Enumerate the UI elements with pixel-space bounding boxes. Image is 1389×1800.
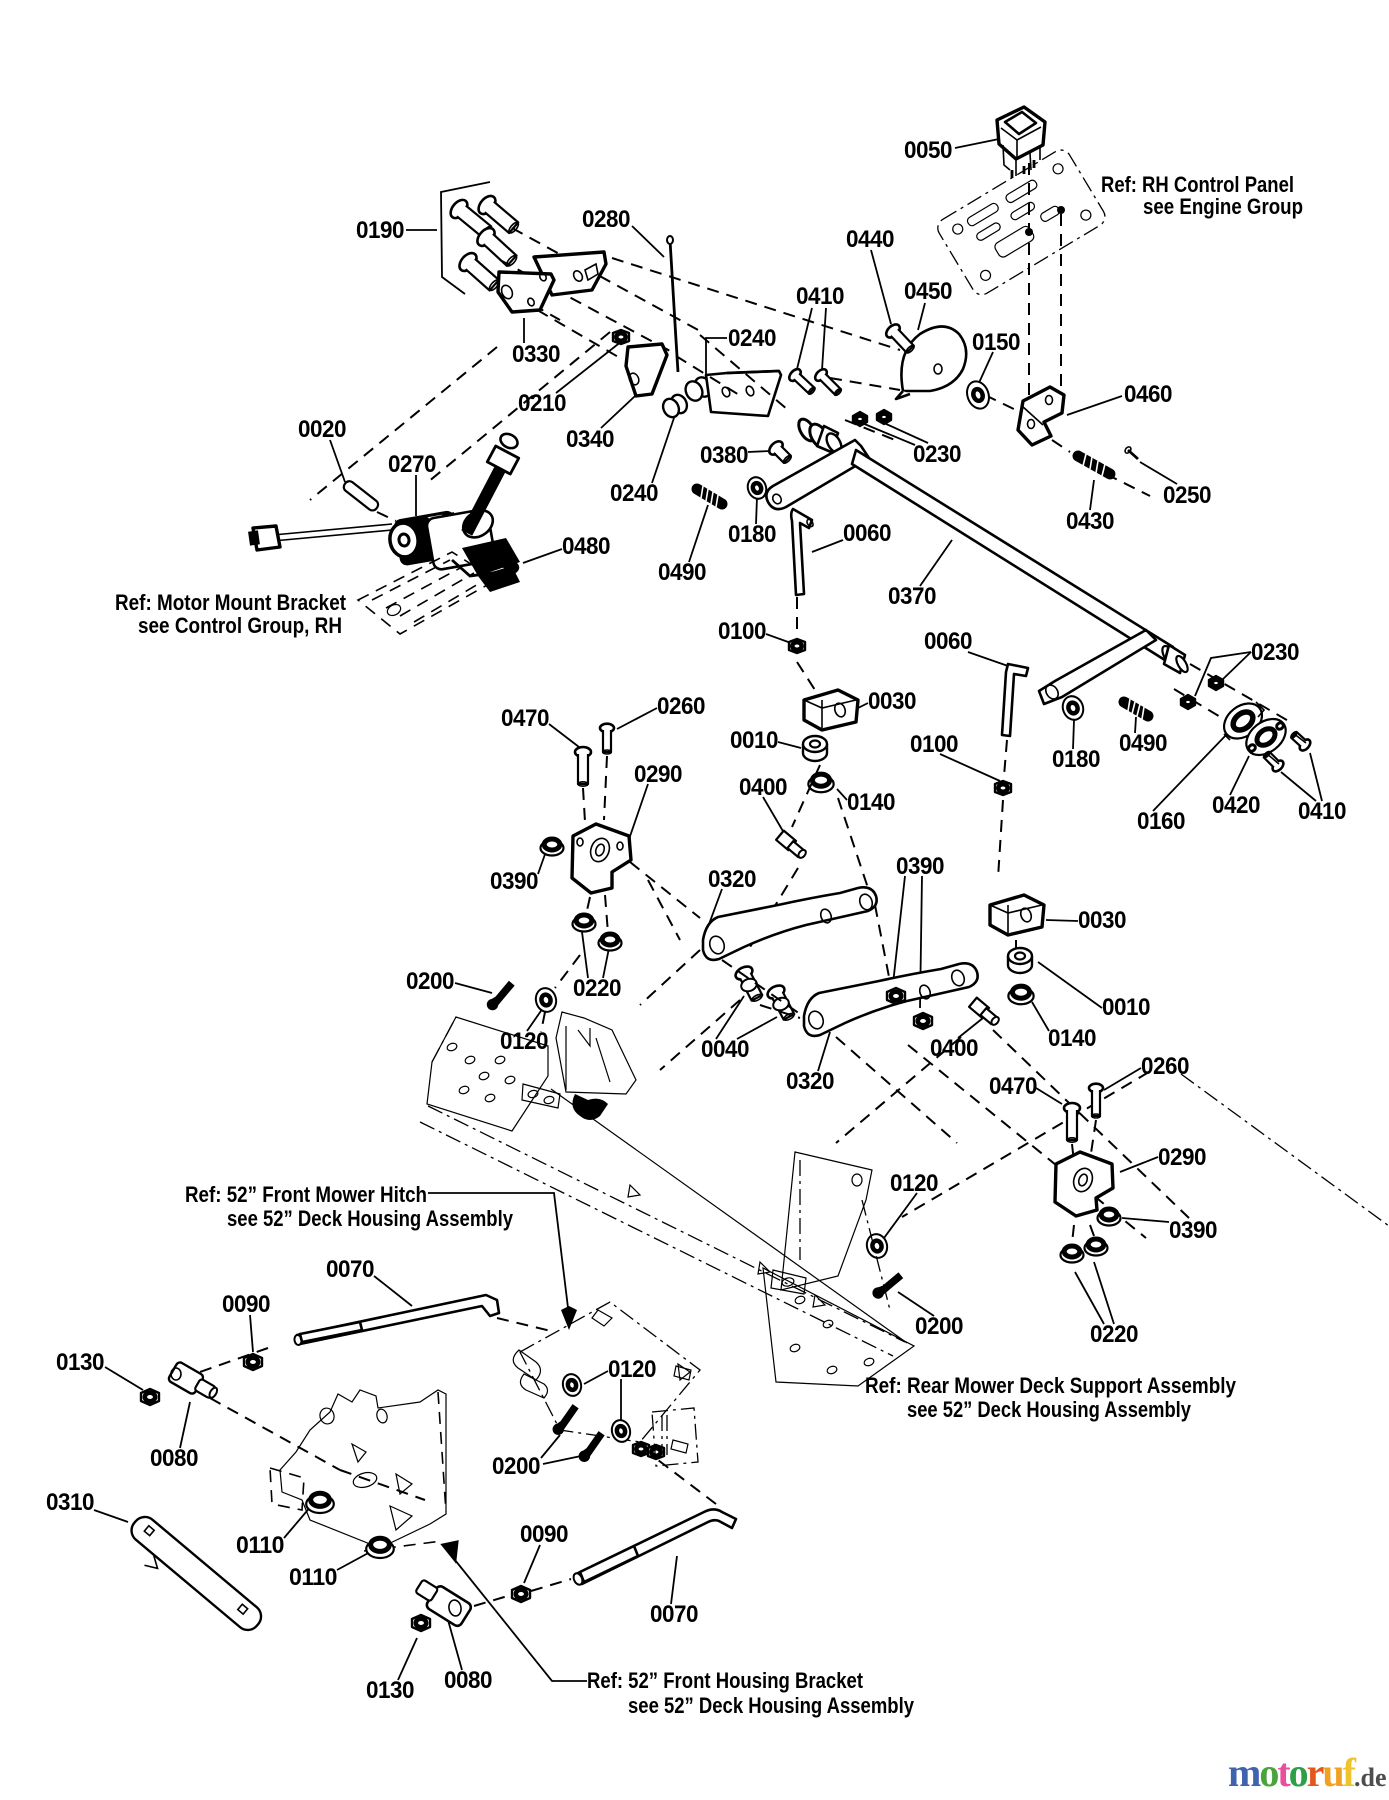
svg-text:0320: 0320 xyxy=(786,1068,834,1095)
svg-text:0120: 0120 xyxy=(890,1170,938,1197)
svg-text:0470: 0470 xyxy=(989,1073,1037,1100)
svg-text:0280: 0280 xyxy=(582,206,630,233)
svg-text:see 52” Deck Housing Assembly: see 52” Deck Housing Assembly xyxy=(227,1206,514,1231)
svg-text:0490: 0490 xyxy=(1119,730,1167,757)
svg-text:0070: 0070 xyxy=(326,1256,374,1283)
svg-text:0030: 0030 xyxy=(868,688,916,715)
svg-text:0090: 0090 xyxy=(222,1291,270,1318)
svg-text:0080: 0080 xyxy=(150,1445,198,1472)
svg-text:0060: 0060 xyxy=(924,628,972,655)
svg-text:0310: 0310 xyxy=(46,1489,94,1516)
svg-text:see Engine Group: see Engine Group xyxy=(1143,194,1303,219)
svg-text:Ref: 52” Front Housing Bracket: Ref: 52” Front Housing Bracket xyxy=(587,1668,864,1693)
svg-text:0450: 0450 xyxy=(904,278,952,305)
svg-text:0330: 0330 xyxy=(512,341,560,368)
svg-text:0060: 0060 xyxy=(843,520,891,547)
svg-text:0230: 0230 xyxy=(1251,639,1299,666)
svg-text:0220: 0220 xyxy=(573,975,621,1002)
svg-text:0490: 0490 xyxy=(658,559,706,586)
svg-text:0460: 0460 xyxy=(1124,381,1172,408)
svg-text:0100: 0100 xyxy=(910,731,958,758)
svg-text:0070: 0070 xyxy=(650,1601,698,1628)
svg-text:0010: 0010 xyxy=(1102,994,1150,1021)
svg-text:see Control Group, RH: see Control Group, RH xyxy=(138,613,342,638)
svg-text:0180: 0180 xyxy=(728,521,776,548)
svg-text:0080: 0080 xyxy=(444,1667,492,1694)
svg-text:0380: 0380 xyxy=(700,442,748,469)
svg-text:0200: 0200 xyxy=(406,968,454,995)
svg-text:0290: 0290 xyxy=(1158,1144,1206,1171)
svg-text:0120: 0120 xyxy=(500,1028,548,1055)
svg-text:0110: 0110 xyxy=(289,1564,337,1591)
svg-text:0260: 0260 xyxy=(657,693,705,720)
svg-text:0390: 0390 xyxy=(490,868,538,895)
svg-text:0200: 0200 xyxy=(915,1313,963,1340)
svg-text:motoruf.de: motoruf.de xyxy=(1228,1750,1387,1795)
svg-text:0140: 0140 xyxy=(847,789,895,816)
svg-text:0130: 0130 xyxy=(366,1677,414,1704)
svg-text:0370: 0370 xyxy=(888,583,936,610)
svg-text:0150: 0150 xyxy=(972,329,1020,356)
svg-text:0390: 0390 xyxy=(1169,1217,1217,1244)
svg-text:0140: 0140 xyxy=(1048,1025,1096,1052)
svg-text:0260: 0260 xyxy=(1141,1053,1189,1080)
svg-text:0190: 0190 xyxy=(356,217,404,244)
svg-text:0390: 0390 xyxy=(896,853,944,880)
svg-text:0470: 0470 xyxy=(501,705,549,732)
svg-text:0340: 0340 xyxy=(566,426,614,453)
svg-text:see 52” Deck Housing Assembly: see 52” Deck Housing Assembly xyxy=(907,1397,1192,1422)
svg-text:0040: 0040 xyxy=(701,1036,749,1063)
svg-text:0110: 0110 xyxy=(236,1532,284,1559)
svg-text:0270: 0270 xyxy=(388,451,436,478)
svg-text:Ref: Motor Mount Bracket: Ref: Motor Mount Bracket xyxy=(115,590,347,615)
svg-text:0230: 0230 xyxy=(913,441,961,468)
svg-text:see 52” Deck Housing Assembly: see 52” Deck Housing Assembly xyxy=(628,1693,915,1718)
svg-text:0220: 0220 xyxy=(1090,1321,1138,1348)
svg-text:0240: 0240 xyxy=(610,480,658,507)
svg-text:0100: 0100 xyxy=(718,618,766,645)
svg-text:0410: 0410 xyxy=(1298,798,1346,825)
svg-text:0180: 0180 xyxy=(1052,746,1100,773)
svg-text:0400: 0400 xyxy=(739,774,787,801)
svg-text:0160: 0160 xyxy=(1137,808,1185,835)
svg-text:Ref: RH Control Panel: Ref: RH Control Panel xyxy=(1101,172,1294,197)
svg-text:Ref: Rear Mower Deck Support A: Ref: Rear Mower Deck Support Assembly xyxy=(865,1373,1237,1398)
svg-text:0200: 0200 xyxy=(492,1453,540,1480)
svg-text:Ref: 52” Front Mower Hitch: Ref: 52” Front Mower Hitch xyxy=(185,1182,427,1207)
svg-text:0420: 0420 xyxy=(1212,792,1260,819)
svg-text:0130: 0130 xyxy=(56,1349,104,1376)
svg-text:0430: 0430 xyxy=(1066,508,1114,535)
svg-text:0120: 0120 xyxy=(608,1356,656,1383)
svg-text:0020: 0020 xyxy=(298,416,346,443)
svg-text:0050: 0050 xyxy=(904,137,952,164)
svg-text:0090: 0090 xyxy=(520,1521,568,1548)
svg-text:0010: 0010 xyxy=(730,727,778,754)
svg-text:0030: 0030 xyxy=(1078,907,1126,934)
svg-text:0440: 0440 xyxy=(846,226,894,253)
svg-text:0320: 0320 xyxy=(708,866,756,893)
svg-text:0240: 0240 xyxy=(728,325,776,352)
svg-text:0410: 0410 xyxy=(796,283,844,310)
svg-text:0480: 0480 xyxy=(562,533,610,560)
svg-text:0290: 0290 xyxy=(634,761,682,788)
svg-text:0210: 0210 xyxy=(518,390,566,417)
svg-text:0250: 0250 xyxy=(1163,482,1211,509)
